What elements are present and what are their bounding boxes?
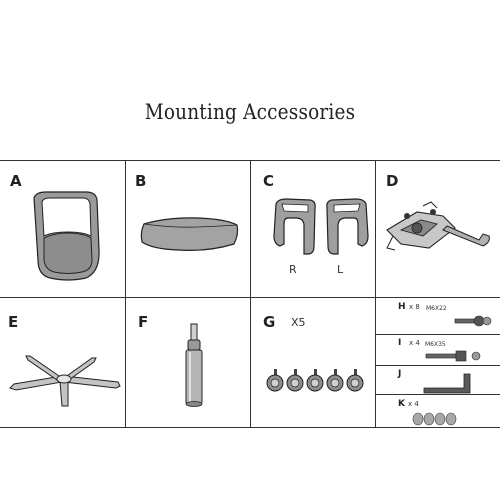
five-star-base-icon [9, 355, 121, 407]
armrests-icon [273, 198, 369, 255]
bolt-icon [454, 315, 492, 327]
bolt-h-size: M6X22 [426, 305, 447, 312]
bolt-h-quantity: x 8 [409, 303, 420, 311]
allen-key-icon [423, 373, 471, 394]
washers-quantity: x 4 [408, 400, 419, 408]
tilt-mechanism-icon [386, 201, 490, 251]
washers-icon [412, 412, 457, 426]
gas-lift-cylinder-icon [185, 323, 203, 407]
sub-row-divider [375, 394, 500, 395]
long-bolt-icon [425, 350, 481, 362]
part-letter-c: C [263, 172, 275, 190]
part-letter-h: H [398, 302, 406, 312]
sub-row-divider [375, 365, 500, 366]
left-armrest-label: L [337, 263, 344, 276]
part-letter-j: J [398, 369, 402, 379]
column-divider [125, 160, 126, 428]
part-letter-d: D [386, 172, 399, 190]
part-letter-i: I [398, 338, 402, 348]
page-title: Mounting Accessories [144, 100, 356, 124]
part-letter-b: B [135, 172, 147, 190]
bolt-i-size: M6X35 [425, 341, 446, 348]
right-armrest-label: R [289, 263, 297, 276]
part-letter-g: G [263, 313, 276, 331]
part-letter-a: A [10, 172, 22, 190]
seat-cushion-icon [140, 217, 239, 251]
bolt-i-quantity: x 4 [409, 339, 420, 347]
column-divider [250, 160, 251, 428]
caster-wheels-icon [266, 368, 364, 392]
sub-row-divider [375, 334, 500, 335]
chair-backrest-icon [33, 191, 100, 281]
part-letter-k: K [398, 399, 405, 409]
column-divider [375, 160, 376, 428]
part-letter-f: F [138, 313, 149, 331]
part-letter-e: E [8, 313, 19, 331]
casters-quantity: X5 [291, 316, 306, 329]
